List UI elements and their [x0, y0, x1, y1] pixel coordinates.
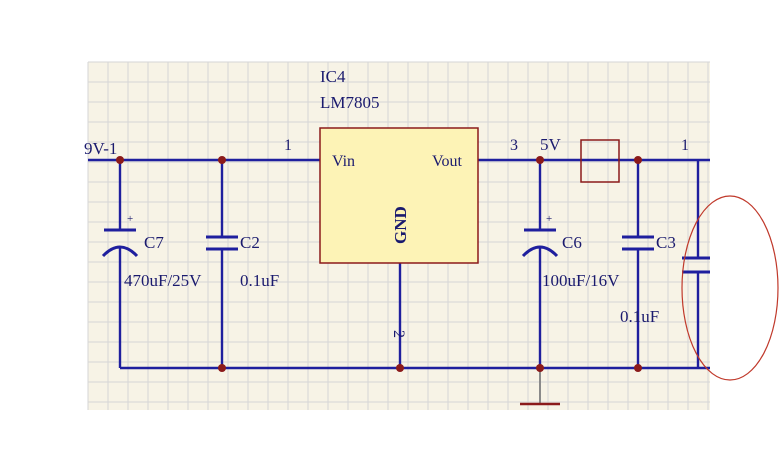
ic-part-number: LM7805 — [320, 93, 380, 112]
highlight-oval — [681, 195, 779, 381]
junction-dot — [396, 364, 404, 372]
output-net-label: 5V — [540, 135, 562, 154]
ic-pin-number-input: 1 — [284, 137, 292, 154]
c3-name-label: C3 — [656, 233, 676, 252]
junction-dot — [634, 156, 642, 164]
ic-pin-gnd-label: GND — [391, 206, 410, 244]
c7-name-label: C7 — [144, 233, 164, 252]
c7-plate-curved — [101, 245, 139, 258]
capacitor-c3-symbol[interactable] — [622, 235, 654, 251]
c6-polarity-mark: + — [546, 213, 552, 225]
capacitor-right-partial-symbol[interactable] — [682, 256, 710, 274]
c6-plate-curved — [521, 245, 559, 258]
c6-name-label: C6 — [562, 233, 582, 252]
right-pin-number: 1 — [681, 137, 689, 154]
ic-body[interactable] — [319, 127, 479, 264]
fuse-box[interactable] — [580, 139, 620, 183]
ic-pin-vin-label: Vin — [332, 153, 355, 170]
ic-pin-vout-label: Vout — [432, 153, 462, 170]
c7-value-label: 470uF/25V — [124, 271, 202, 290]
c7-polarity-mark: + — [127, 213, 133, 225]
capacitor-c2-symbol[interactable] — [206, 235, 238, 251]
junction-dot — [218, 364, 226, 372]
ic-designator: IC4 — [320, 67, 346, 86]
junction-dot — [536, 156, 544, 164]
c6-value-label: 100uF/16V — [542, 271, 620, 290]
junction-dot — [218, 156, 226, 164]
ic-pin-number-output: 3 — [510, 137, 518, 154]
junction-dot — [536, 364, 544, 372]
c2-value-label: 0.1uF — [240, 271, 279, 290]
junction-dot — [116, 156, 124, 164]
c2-name-label: C2 — [240, 233, 260, 252]
c3-value-label: 0.1uF — [620, 307, 659, 326]
junctions — [116, 156, 642, 372]
input-net-label: 9V-1 — [84, 139, 117, 158]
capacitor-c7-symbol[interactable] — [101, 228, 139, 258]
junction-dot — [634, 364, 642, 372]
capacitor-c6-symbol[interactable] — [521, 228, 559, 258]
ic-pin-number-gnd: 2 — [390, 330, 407, 338]
wires — [88, 158, 710, 406]
